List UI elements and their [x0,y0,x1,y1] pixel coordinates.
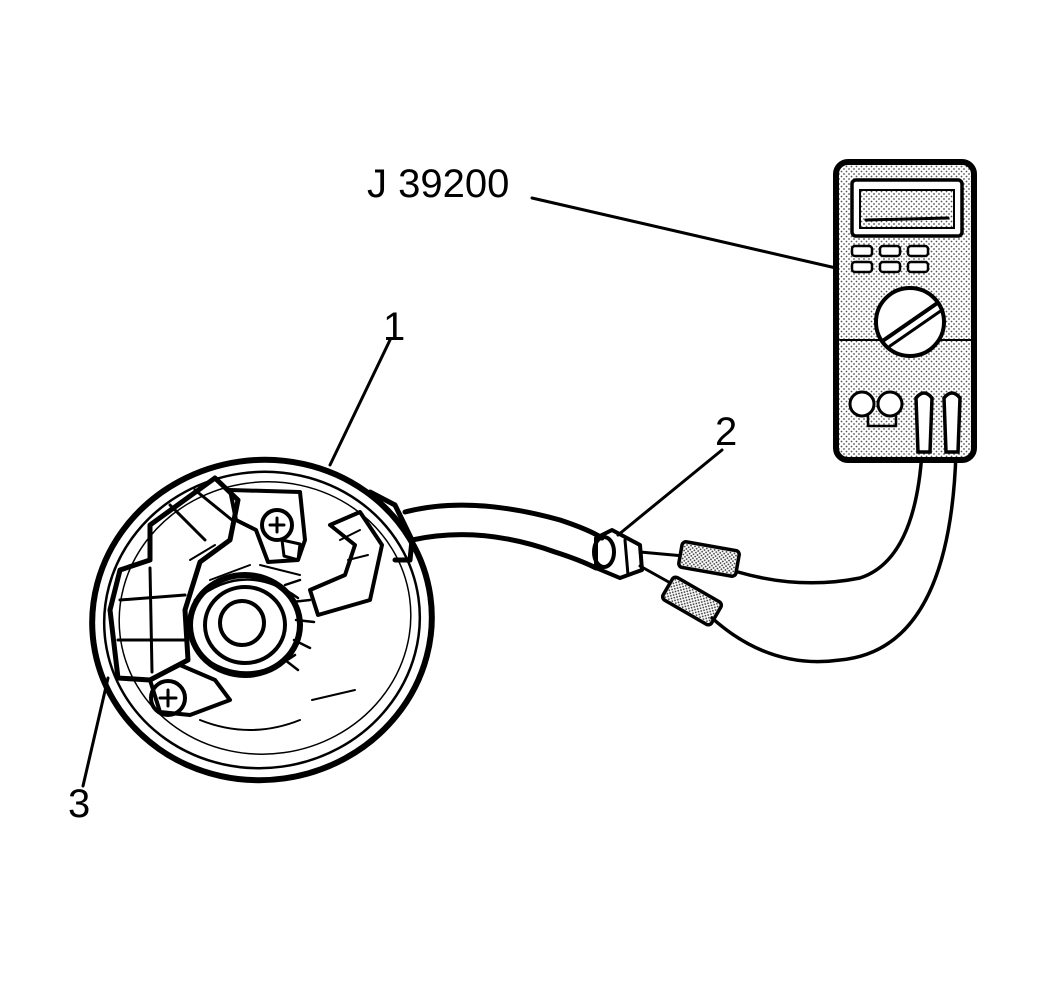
callout-1-label: 1 [383,305,405,349]
meter-jacks [848,390,962,454]
probe-lower-icon [660,575,724,627]
connector-icon [592,528,644,580]
probe-upper-icon [677,540,741,578]
callout-2-label: 2 [715,410,737,454]
sensor-harness [402,502,605,571]
callout-3-label: 3 [68,782,90,826]
digital-multimeter-icon [833,159,977,463]
leader-lines [81,196,838,788]
meter-buttons [850,244,930,274]
tool-callout-label: J 39200 [367,162,509,206]
test-leads [638,450,958,664]
sensor-assembly-icon [89,456,435,784]
rotary-dial-icon [874,286,946,358]
screw-lower-icon [149,679,187,717]
screw-upper-icon [260,508,294,542]
